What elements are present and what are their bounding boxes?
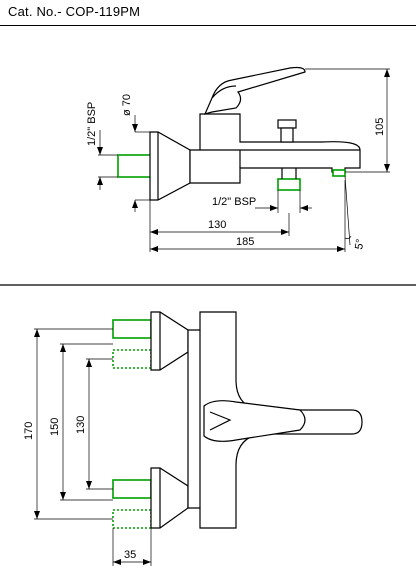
inlet-pipe [117,154,153,178]
dim-arrow [150,246,158,252]
dim-130-plan-label: 130 [75,416,87,434]
angle-arc [344,235,352,240]
title-divider [0,25,416,26]
dim-arrow [384,69,390,77]
dim-arrow [143,559,151,565]
catalog-number-title: Cat. No.- COP-119PM [8,4,141,19]
dim-arrow [86,359,92,367]
lower-inlet-pipe [112,479,152,499]
outlet-neck [281,168,297,179]
upper-inlet-pipe [112,319,152,339]
dim-height-label: 105 [374,118,386,136]
dim-arrow [132,200,138,208]
dim-150-label: 150 [49,418,61,436]
dim-arrow [97,177,103,185]
dim-arrow [281,229,289,235]
upper-inlet-eccentric [112,349,152,369]
side-elevation-view: ø 70 1/2" BSP 105 1/2" BSP 130 [86,66,390,252]
lower-flange [150,467,189,529]
angle-line [344,175,351,246]
dim-arrow [86,481,92,489]
dim-35-label: 35 [124,549,136,561]
dim-arrow [34,329,40,337]
dim-bsp-vertical-label: 1/2" BSP [86,102,98,146]
dim-arrow [97,147,103,155]
dim-arrow [270,205,278,211]
dim-arrow [113,559,121,565]
dim-170-label: 170 [23,422,35,440]
aerator [332,169,346,177]
plan-view: 170 150 130 35 [23,311,363,566]
lever-handle [203,66,306,115]
dim-arrow [60,492,66,500]
dim-angle-label: 5° [353,238,367,250]
outlet-connection [277,178,301,191]
lower-inlet-eccentric [112,509,152,529]
mixer-body [189,113,361,184]
lever-plan [203,400,306,442]
dim-bsp-horizontal-label: 1/2" BSP [212,196,256,208]
lever-detail [209,411,232,431]
diverter-cap [277,119,297,129]
dim-185-label: 185 [236,236,254,248]
dim-130-label: 130 [208,219,226,231]
dim-arrow [150,229,158,235]
diverter-stem [280,127,294,143]
dim-arrow [337,246,345,252]
dim-arrow [300,205,308,211]
dim-arrow [34,511,40,519]
dim-phi-label: ø 70 [121,94,133,116]
dim-arrow [384,164,390,172]
upper-flange [150,311,189,371]
lever-detail [211,85,237,99]
wall-flange [149,131,191,201]
dim-arrow [132,124,138,132]
dim-arrow [60,344,66,352]
